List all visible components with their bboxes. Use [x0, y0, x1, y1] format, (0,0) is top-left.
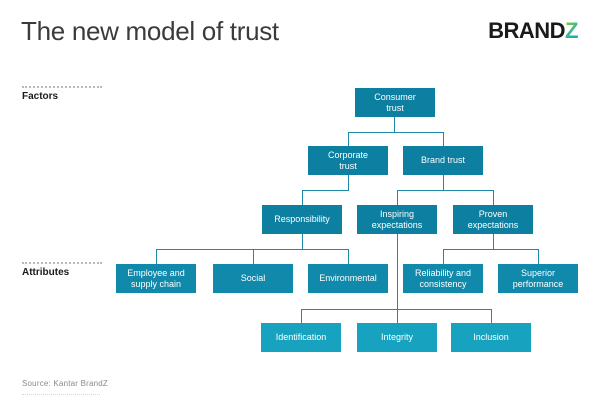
connector	[397, 190, 398, 205]
connector	[394, 117, 395, 132]
connector	[348, 249, 349, 264]
connector	[302, 190, 349, 191]
logo-brand-text: BRAND	[488, 18, 566, 43]
factors-label: Factors	[22, 91, 59, 102]
connector	[156, 249, 157, 264]
page-title: The new model of trust	[21, 16, 279, 46]
node-consumer-trust: Consumer trust	[355, 88, 435, 117]
source-note: Source: Kantar BrandZ	[22, 379, 109, 388]
connector	[302, 234, 303, 249]
node-identification: Identification	[261, 323, 341, 352]
node-integrity: Integrity	[357, 323, 437, 352]
connector	[443, 175, 444, 190]
source-dotted-rule	[22, 394, 100, 395]
node-reliability-consistency: Reliability and consistency	[403, 264, 483, 293]
connector	[491, 309, 492, 323]
connector	[253, 249, 254, 264]
node-proven-expectations: Proven expectations	[453, 205, 533, 234]
connector	[443, 132, 444, 146]
node-inspiring-expectations: Inspiring expectations	[357, 205, 437, 234]
connector	[443, 249, 444, 264]
connector	[301, 309, 302, 323]
connector	[538, 249, 539, 264]
logo-z-text: Z	[565, 18, 578, 43]
attributes-dotted-rule	[22, 262, 102, 264]
connector	[348, 175, 349, 190]
connector	[493, 234, 494, 249]
connector	[443, 249, 539, 250]
connector	[348, 132, 349, 146]
connector	[348, 132, 444, 133]
node-responsibility: Responsibility	[262, 205, 342, 234]
node-brand-trust: Brand trust	[403, 146, 483, 175]
connector	[397, 234, 398, 323]
node-employee-supply-chain: Employee and supply chain	[116, 264, 196, 293]
brandz-logo: BRANDZ	[488, 18, 578, 44]
connector	[301, 309, 492, 310]
attributes-label: Attributes	[22, 267, 70, 278]
connector	[397, 190, 494, 191]
factors-dotted-rule	[22, 86, 102, 88]
connector	[156, 249, 349, 250]
connector	[493, 190, 494, 205]
node-social: Social	[213, 264, 293, 293]
node-environmental: Environmental	[308, 264, 388, 293]
connector	[302, 190, 303, 205]
node-superior-performance: Superior performance	[498, 264, 578, 293]
node-inclusion: Inclusion	[451, 323, 531, 352]
node-corporate-trust: Corporate trust	[308, 146, 388, 175]
